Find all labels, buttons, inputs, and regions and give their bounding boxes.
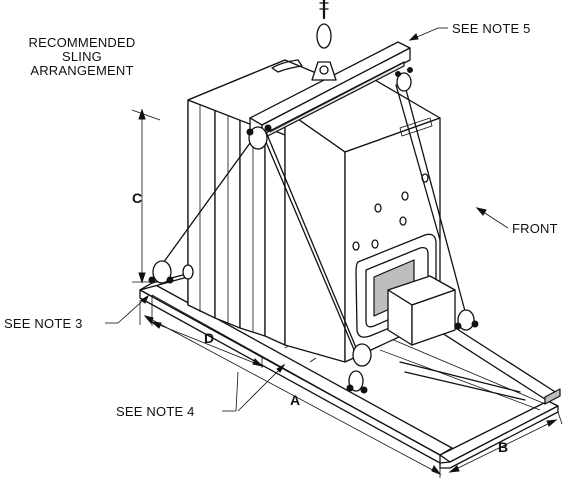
note-4-label: SEE NOTE 4 [116, 404, 195, 419]
shackles [148, 67, 479, 394]
sling-caption-line-3: ARRANGEMENT [30, 63, 133, 78]
terminal-box [387, 275, 456, 346]
crane-hook [311, 0, 337, 81]
slings [157, 81, 467, 363]
dimension-b-label: B [498, 439, 508, 455]
leader-lines [105, 27, 509, 412]
dimension-c-label: C [132, 190, 142, 206]
note-3-label: SEE NOTE 3 [4, 316, 83, 331]
sling-caption-line-2: SLING [62, 49, 102, 64]
front-label: FRONT [512, 221, 558, 236]
dimension-a-label: A [290, 392, 300, 408]
beam-shackle-right [395, 67, 413, 92]
beam-shackle-left [246, 124, 272, 150]
dimension-d-label: D [204, 330, 214, 346]
skid-shackle-rear-left [148, 260, 194, 284]
dimension-lines [131, 108, 563, 478]
sling-caption-line-1: RECOMMENDED [29, 35, 136, 50]
note-5-label: SEE NOTE 5 [452, 21, 531, 36]
spreader-beam [249, 41, 411, 143]
skid-shackle-front-right [454, 309, 479, 331]
text-labels: RECOMMENDED SLING ARRANGEMENT SEE NOTE 5… [4, 21, 558, 455]
skid-shackle-front-left [346, 343, 372, 394]
